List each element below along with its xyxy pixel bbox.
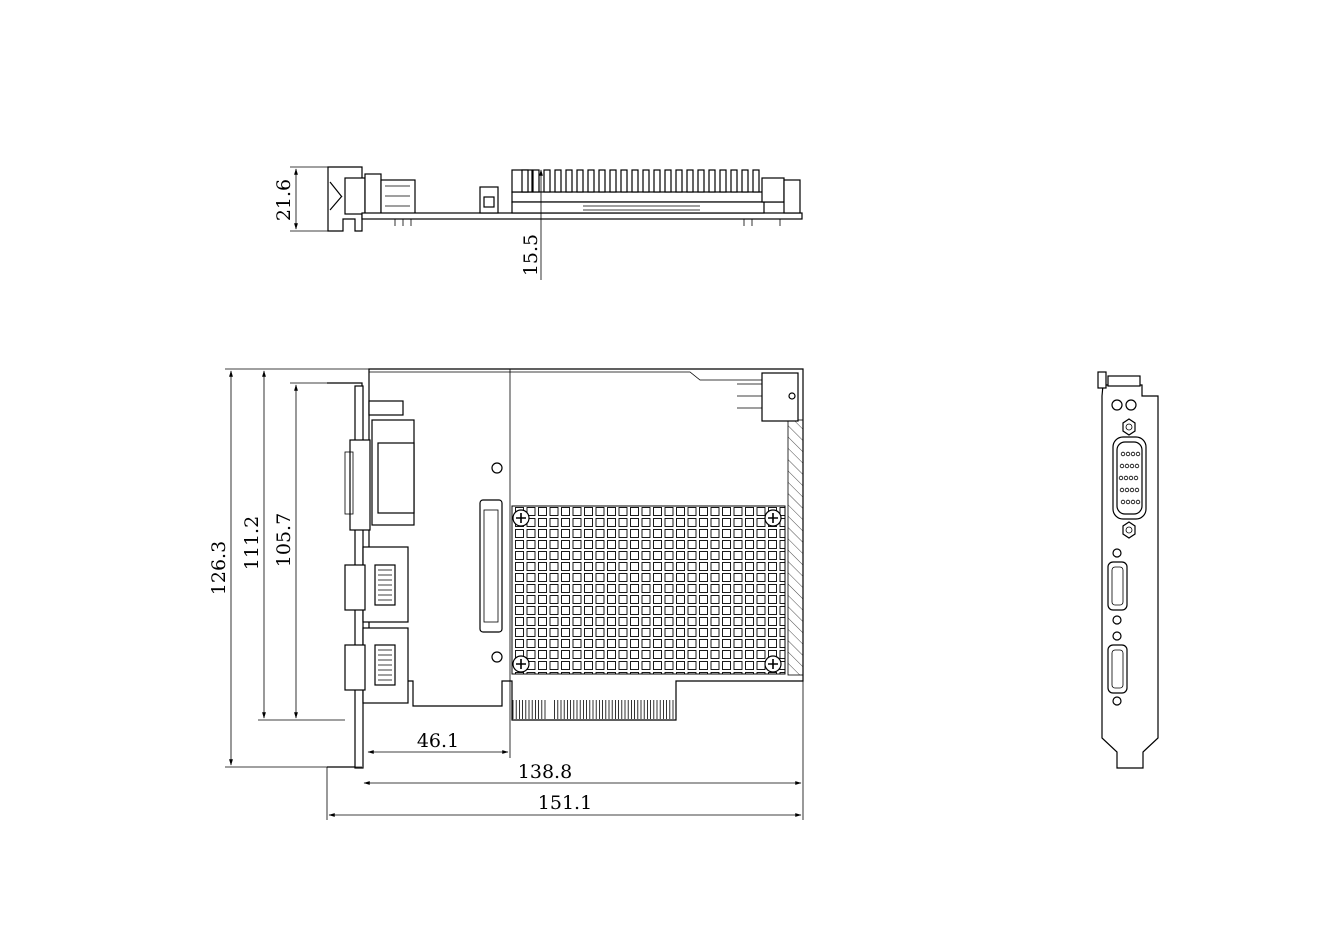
fin [554,169,562,193]
vga-pin [1134,463,1140,469]
fin [664,169,672,193]
fin [576,169,584,193]
dim-total-height: 126.3 [208,541,230,595]
vga-connector [344,419,415,531]
vga-pin [1135,451,1141,457]
dim-top-view-height: 21.6 [273,179,295,221]
vga-pin [1135,499,1141,505]
vga-pin [1130,451,1136,457]
fin [521,169,529,193]
fin [587,169,595,193]
fin [609,169,617,193]
dim-top-view-board-offset: 15.5 [520,234,542,276]
bracket-view [1097,371,1159,769]
vga-pin [1129,463,1135,469]
dim-connector-offset: 46.1 [417,730,459,752]
screw-tl [512,509,530,527]
vga-pin [1118,475,1124,481]
fin [631,169,639,193]
fin [675,169,683,193]
fin [697,169,705,193]
displayport-2 [1107,644,1128,694]
fin [719,169,727,193]
vga-pin [1120,499,1126,505]
vga-pin [1133,475,1139,481]
vga-pin [1124,487,1130,493]
vga-pin [1124,463,1130,469]
fin [686,169,694,193]
fin [730,169,738,193]
vga-pin [1119,463,1125,469]
fin [565,169,573,193]
top-view: 21.6 15.5 [273,166,803,280]
vga-pin [1125,499,1131,505]
vga-port [1112,436,1147,520]
vga-pin [1120,451,1126,457]
display-connector-1 [344,546,409,623]
pcie-fingers [512,700,674,719]
fin [543,169,551,193]
dim-bracket-inner-height: 105.7 [273,513,295,567]
fin [642,169,650,193]
fin [708,169,716,193]
vga-pin [1119,487,1125,493]
vga-pin [1129,487,1135,493]
vga-pin [1130,499,1136,505]
screw-tr [764,509,782,527]
screw-bl [512,655,530,673]
fin [752,169,760,193]
vga-pin [1128,475,1134,481]
displayport-1 [1107,561,1128,611]
fin [653,169,661,193]
fin [598,169,606,193]
fin [532,169,540,193]
fin [620,169,628,193]
fin [741,169,749,193]
heatsink-fins [521,169,760,193]
dim-board-height: 111.2 [241,516,263,570]
screw-br [764,655,782,673]
vga-pin [1123,475,1129,481]
dim-overall-length: 151.1 [538,792,592,814]
vga-pin [1134,487,1140,493]
display-connector-2 [344,627,409,704]
dim-board-length: 138.8 [518,761,572,783]
front-view: 126.3 111.2 105.7 46.1 138.8 151.1 [208,368,804,820]
vga-pin [1125,451,1131,457]
